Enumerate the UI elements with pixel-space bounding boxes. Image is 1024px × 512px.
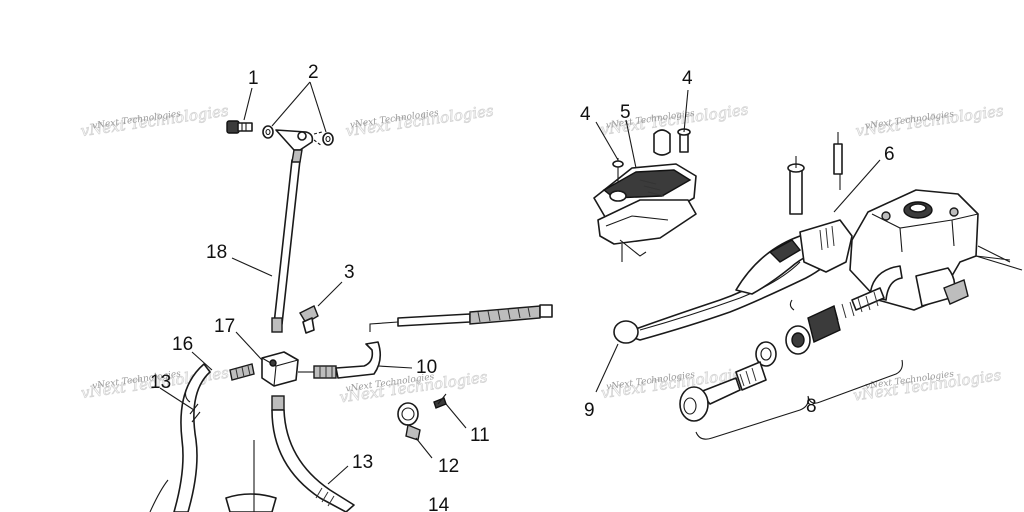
pivot-bolt-part-6 xyxy=(787,132,843,215)
callout-18: 18 xyxy=(206,242,227,263)
screw-part-4-left xyxy=(612,158,624,182)
leader-2a xyxy=(271,81,311,127)
brake-line-long xyxy=(369,304,553,332)
callout-1: 1 xyxy=(248,68,259,89)
callout-12: 12 xyxy=(438,456,459,477)
callout-3: 3 xyxy=(344,262,355,283)
screw-part-11 xyxy=(433,393,447,409)
brake-switch-part-3 xyxy=(299,305,319,334)
callout-6: 6 xyxy=(884,144,895,165)
leader-4-left xyxy=(595,121,619,161)
leader-12 xyxy=(415,437,433,459)
leader-4-right xyxy=(683,89,689,133)
watermark-top-center: vNext Technologies vNext Technologies xyxy=(344,101,495,140)
leader-13-right xyxy=(327,465,349,485)
screw-part-4-right xyxy=(677,128,691,153)
callout-13-right: 13 xyxy=(352,452,373,473)
watermark-top-right: vNext Technologies vNext Technologies xyxy=(854,101,1005,140)
bracket-part-8 xyxy=(695,359,903,440)
callout-4-left: 4 xyxy=(580,104,591,125)
leader-10 xyxy=(377,365,413,369)
sealing-washer-part-2 xyxy=(262,125,334,146)
clamp-part-12 xyxy=(397,402,421,441)
leader-13-left xyxy=(159,387,195,411)
piston-assembly-part-8 xyxy=(679,287,885,422)
leader-1 xyxy=(243,87,253,121)
callout-13-left: 13 xyxy=(150,372,171,393)
banjo-eye xyxy=(275,129,323,151)
fitting-part-16 xyxy=(229,363,255,381)
caliper-part-14 xyxy=(225,440,277,512)
callout-11: 11 xyxy=(470,425,490,446)
leader-11 xyxy=(445,403,467,429)
callout-9: 9 xyxy=(584,400,595,421)
leader-16 xyxy=(191,351,213,371)
watermark-top-left: vNext Technologies vNext Technologies xyxy=(79,101,230,140)
leader-17 xyxy=(235,331,263,361)
brake-line-part-18 xyxy=(271,149,303,333)
callout-17: 17 xyxy=(214,316,235,337)
cap-part-5 xyxy=(653,129,671,156)
watermark-bottom-right: vNext Technologies vNext Technologies xyxy=(852,366,1003,405)
leader-right-edge-a xyxy=(975,255,1023,271)
callout-8: 8 xyxy=(806,396,817,417)
leader-9 xyxy=(595,343,619,393)
brake-lever-part-9 xyxy=(613,219,853,344)
leader-18 xyxy=(231,257,273,277)
callout-16: 16 xyxy=(172,334,193,355)
brake-line-part-10 xyxy=(298,341,382,379)
reservoir-cover-part-5 xyxy=(593,163,697,262)
brake-hose-part-13-right xyxy=(271,395,355,512)
leader-2b xyxy=(309,81,327,133)
leader-5 xyxy=(625,119,637,169)
distribution-block-part-17 xyxy=(261,351,299,387)
callout-4-right: 4 xyxy=(682,68,693,89)
callout-5: 5 xyxy=(620,102,631,123)
leader-3 xyxy=(317,281,343,307)
leader-6 xyxy=(833,159,881,213)
banjo-bolt-part-1 xyxy=(226,120,253,134)
callout-2: 2 xyxy=(308,62,319,83)
callout-14: 14 xyxy=(428,495,450,512)
callout-10: 10 xyxy=(416,357,437,378)
